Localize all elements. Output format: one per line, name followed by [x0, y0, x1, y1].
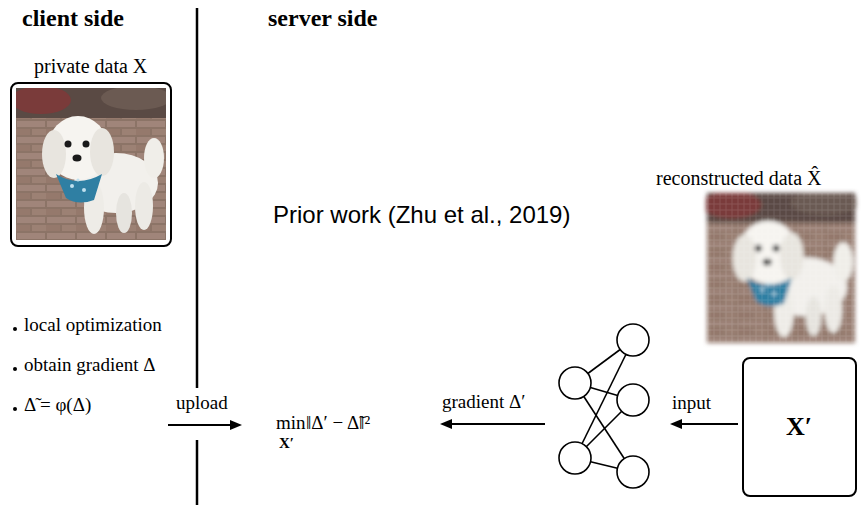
step-text: Δ̃ = φ(Δ)	[24, 394, 91, 417]
step-text: obtain gradient Δ	[24, 354, 155, 377]
side-heading: client side	[22, 4, 124, 33]
arrow-label: input	[672, 392, 711, 415]
reconstructed-image	[702, 191, 860, 343]
side-heading: server side	[268, 4, 378, 33]
formula-sub: X′	[279, 434, 294, 452]
box-label: X′	[786, 411, 812, 442]
private-image	[11, 86, 171, 240]
neural-network	[559, 324, 649, 488]
image-caption: reconstructed data X̂	[656, 166, 821, 190]
formula-op: min	[276, 412, 306, 435]
data-box: private data X	[10, 82, 172, 247]
bullets	[13, 327, 17, 411]
arrow-label: upload	[174, 392, 230, 415]
box-heading: private data X	[34, 54, 147, 78]
method-note: Prior work (Zhu et al., 2019)	[273, 201, 570, 230]
arrows	[168, 419, 738, 430]
arrow-label: gradient Δ′	[442, 391, 525, 414]
step-text: local optimization	[24, 314, 162, 337]
input-box: X′	[742, 357, 857, 497]
divider-line	[196, 8, 199, 505]
formula-body: ‖Δ′ − Δ̃‖²	[306, 412, 370, 435]
